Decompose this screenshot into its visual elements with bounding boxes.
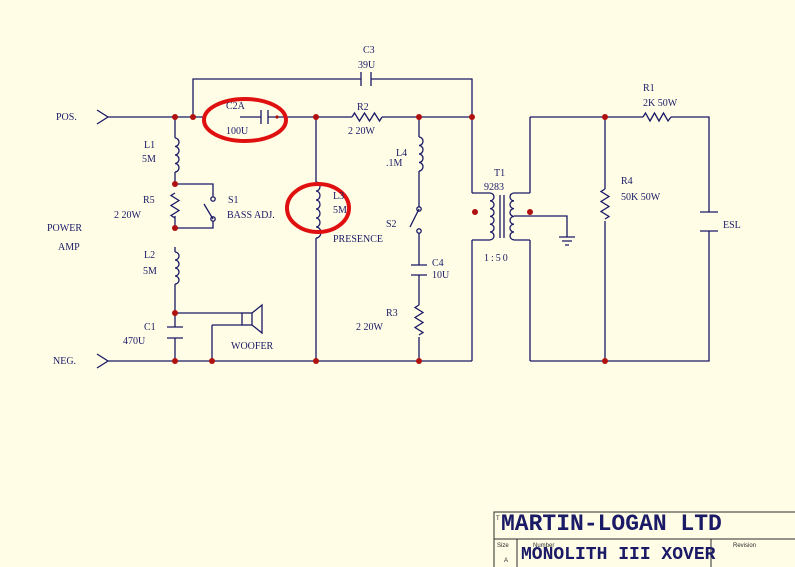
c1-value: 470U <box>123 336 146 347</box>
l3-label: L3 <box>333 191 344 202</box>
r1-label: R1 <box>643 83 655 94</box>
t1-label: T1 <box>494 168 505 179</box>
switch-s1 <box>203 196 216 222</box>
terminal-arrows <box>96 109 110 369</box>
highlight-c2a-circle <box>202 97 288 143</box>
title-block-t-label: T <box>496 516 500 522</box>
capacitor-c3 <box>360 72 372 86</box>
presence-label: PRESENCE <box>333 234 383 245</box>
inductor-l3 <box>315 181 322 239</box>
r1-value: 2K 50W <box>643 98 678 109</box>
r5-value: 2 20W <box>114 210 142 221</box>
l4-label: L4 <box>396 148 407 159</box>
esl-label: ESL <box>723 220 741 231</box>
c2a-label: C2A <box>226 101 246 112</box>
junction-dots <box>172 114 608 364</box>
woofer-label: WOOFER <box>231 341 274 352</box>
t1-value: 9283 <box>484 182 504 193</box>
r3-label: R3 <box>386 308 398 319</box>
revision-label: Revision <box>733 543 756 549</box>
switch-s2 <box>409 206 422 234</box>
size-value: A <box>504 558 508 564</box>
capacitor-c4 <box>411 264 427 276</box>
woofer-speaker-icon <box>241 303 263 335</box>
highlight-l3-circle <box>285 182 351 234</box>
size-label: Size <box>497 543 509 549</box>
c2a-value: 100U <box>226 126 249 137</box>
amp-label: AMP <box>58 242 80 253</box>
c1-label: C1 <box>144 322 156 333</box>
wires <box>108 78 710 362</box>
l2-label: L2 <box>144 250 155 261</box>
title-block: T Size A Number Revision MARTIN-LOGAN LT… <box>493 511 795 567</box>
ground-icon <box>559 236 575 246</box>
r4-label: R4 <box>621 176 633 187</box>
resistor-r4 <box>599 188 611 220</box>
drawing-title: MONOLITH III XOVER <box>521 545 716 565</box>
c4-value: 10U <box>432 270 450 281</box>
number-label: Number <box>533 543 554 549</box>
transformer-t1 <box>489 192 515 241</box>
l4-value: .1M <box>386 158 403 169</box>
l1-label: L1 <box>144 140 155 151</box>
esl-panel <box>700 211 718 232</box>
power-label: POWER <box>47 223 82 234</box>
resistor-r1 <box>642 111 672 123</box>
capacitor-c1 <box>167 326 183 339</box>
labels: POS. NEG. POWER AMP C3 39U C2A 100U R2 2… <box>47 45 741 367</box>
l3-value: 5M <box>333 205 347 216</box>
resistor-r5 <box>169 192 181 219</box>
l2-value: 5M <box>143 266 157 277</box>
pos-label: POS. <box>56 112 77 123</box>
resistor-r2 <box>351 111 383 123</box>
c3-label: C3 <box>363 45 375 56</box>
capacitor-c2a <box>240 110 282 124</box>
r2-value: 2 20W <box>348 126 376 137</box>
l1-value: 5M <box>142 154 156 165</box>
bass-adj-label: BASS ADJ. <box>227 210 275 221</box>
inductor-l1 <box>174 137 180 173</box>
resistor-r3 <box>413 304 425 336</box>
t1-ratio: 1:50 <box>484 253 510 264</box>
c4-label: C4 <box>432 258 444 269</box>
inductor-l2 <box>174 251 180 285</box>
s2-label: S2 <box>386 219 397 230</box>
c3-value: 39U <box>358 60 376 71</box>
neg-label: NEG. <box>53 356 76 367</box>
inductor-l4 <box>418 136 424 172</box>
r2-label: R2 <box>357 102 369 113</box>
r3-value: 2 20W <box>356 322 384 333</box>
r5-label: R5 <box>143 195 155 206</box>
r4-value: 50K 50W <box>621 192 661 203</box>
company-name: MARTIN-LOGAN LTD <box>501 511 722 537</box>
s1-label: S1 <box>228 195 239 206</box>
